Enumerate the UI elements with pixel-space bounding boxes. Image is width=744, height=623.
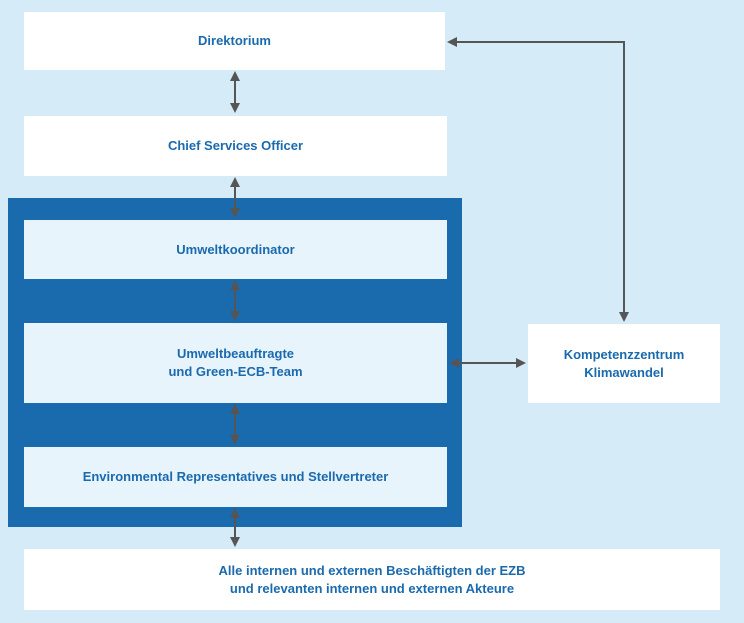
umweltkoordinator-label: Umweltkoordinator	[176, 241, 295, 257]
chief-services-officer-label: Chief Services Officer	[167, 138, 304, 153]
alle-beschaeftigten-label-line2: und relevanten internen und externen Akt…	[229, 580, 515, 596]
kompetenzzentrum-label-line2: Klimawandel	[584, 364, 664, 380]
alle-beschaeftigten-label-line1: Alle internen und externen Beschäftigten…	[218, 562, 526, 578]
direktorium-box: Direktorium	[24, 12, 445, 70]
umweltbeauftragte-label-line1: Umweltbeauftragte	[176, 346, 295, 361]
arrow-direktorium-kompetenzzentrum	[447, 37, 629, 322]
umweltbeauftragte-label-line2: und Green-ECB-Team	[168, 364, 303, 379]
kompetenzzentrum-box: Kompetenzzentrum Klimawandel	[528, 324, 720, 403]
kompetenzzentrum-label-line1: Kompetenzzentrum	[563, 346, 685, 362]
umweltkoordinator-box: Umweltkoordinator	[24, 220, 447, 279]
umweltbeauftragte-box: Umweltbeauftragte und Green-ECB-Team	[24, 323, 447, 403]
environmental-representatives-label: Environmental Representatives und Stellv…	[82, 469, 389, 484]
environmental-representatives-box: Environmental Representatives und Stellv…	[24, 447, 447, 507]
alle-beschaeftigten-box: Alle internen und externen Beschäftigten…	[24, 549, 720, 610]
direktorium-label: Direktorium	[198, 33, 271, 48]
chief-services-officer-box: Chief Services Officer	[24, 116, 447, 176]
